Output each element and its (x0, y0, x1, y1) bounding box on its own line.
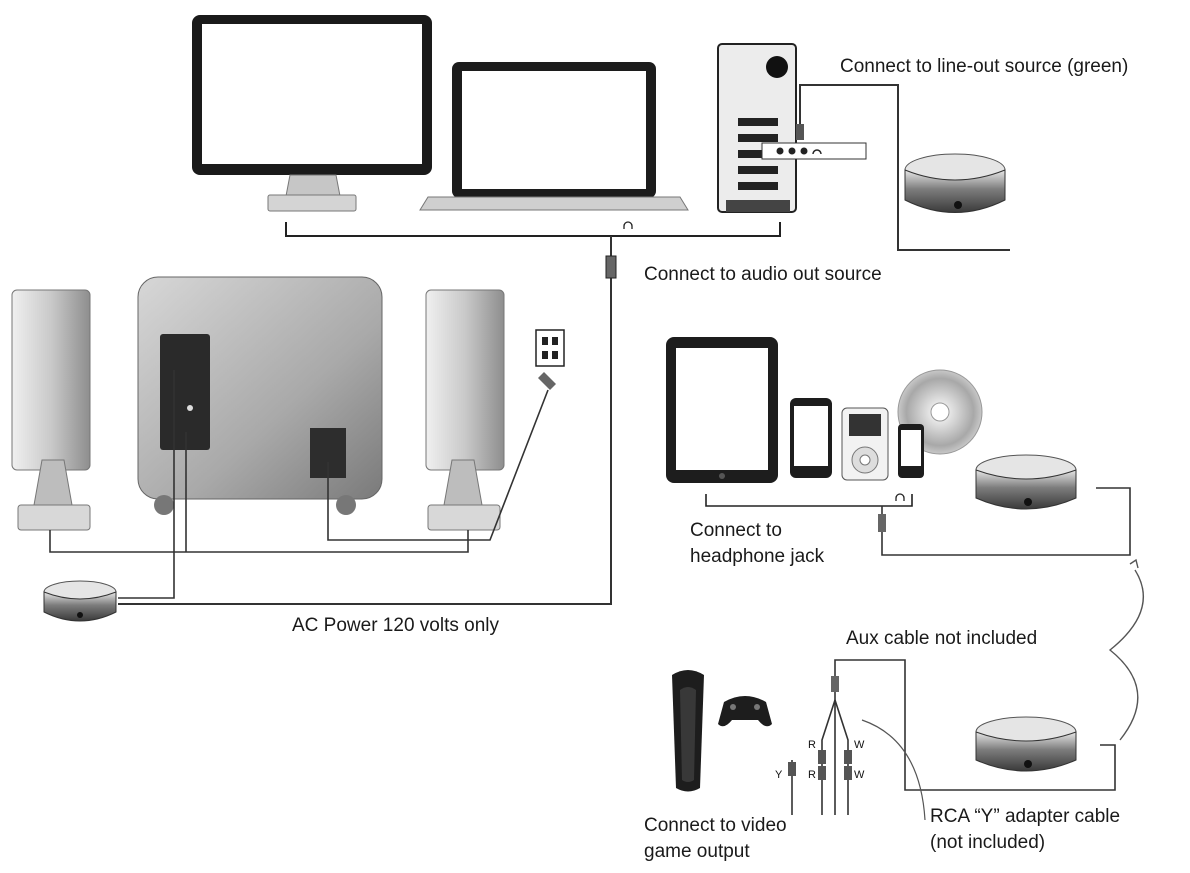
label-video-line1: Connect to video (644, 815, 787, 836)
laptop-icon (419, 62, 689, 211)
label-ac-power: AC Power 120 volts only (292, 615, 499, 636)
headphone-jack-icon (623, 221, 633, 229)
smartphone-icon (898, 424, 924, 478)
label-line-out: Connect to line-out source (green) (840, 56, 1129, 77)
control-pod-icon (904, 153, 1006, 213)
smartphone-icon (790, 398, 832, 478)
monitor-icon (192, 15, 432, 212)
control-pod-icon (975, 454, 1077, 510)
rca-tag-y: Y (775, 769, 783, 781)
label-aux-cable: Aux cable not included (846, 628, 1038, 649)
rca-tag-r: R (808, 769, 816, 781)
rca-tag-w: W (854, 769, 865, 781)
desktop-tower-icon (717, 43, 797, 213)
game-console-icon (672, 670, 704, 792)
power-outlet-icon (535, 329, 565, 390)
subwoofer-icon (137, 276, 383, 515)
audio-jack-panel (761, 142, 867, 160)
label-headphone-line2: headphone jack (690, 546, 825, 567)
satellite-speaker-icon (11, 289, 91, 531)
gamepad-icon (718, 696, 772, 727)
label-headphone-line1: Connect to (690, 520, 782, 541)
control-pod-icon (975, 716, 1077, 772)
headphone-jack-icon (895, 493, 905, 501)
label-audio-out: Connect to audio out source (644, 264, 882, 285)
tablet-icon (666, 337, 778, 483)
rca-tag-r: R (808, 739, 816, 751)
control-pod-icon (43, 580, 117, 622)
rca-tag-w: W (854, 739, 865, 751)
label-video-line2: game output (644, 841, 750, 862)
mp3-player-icon (841, 407, 889, 481)
satellite-speaker-icon (425, 289, 505, 531)
label-rca-line1: RCA “Y” adapter cable (930, 806, 1121, 827)
label-rca-line2: (not included) (930, 832, 1046, 853)
